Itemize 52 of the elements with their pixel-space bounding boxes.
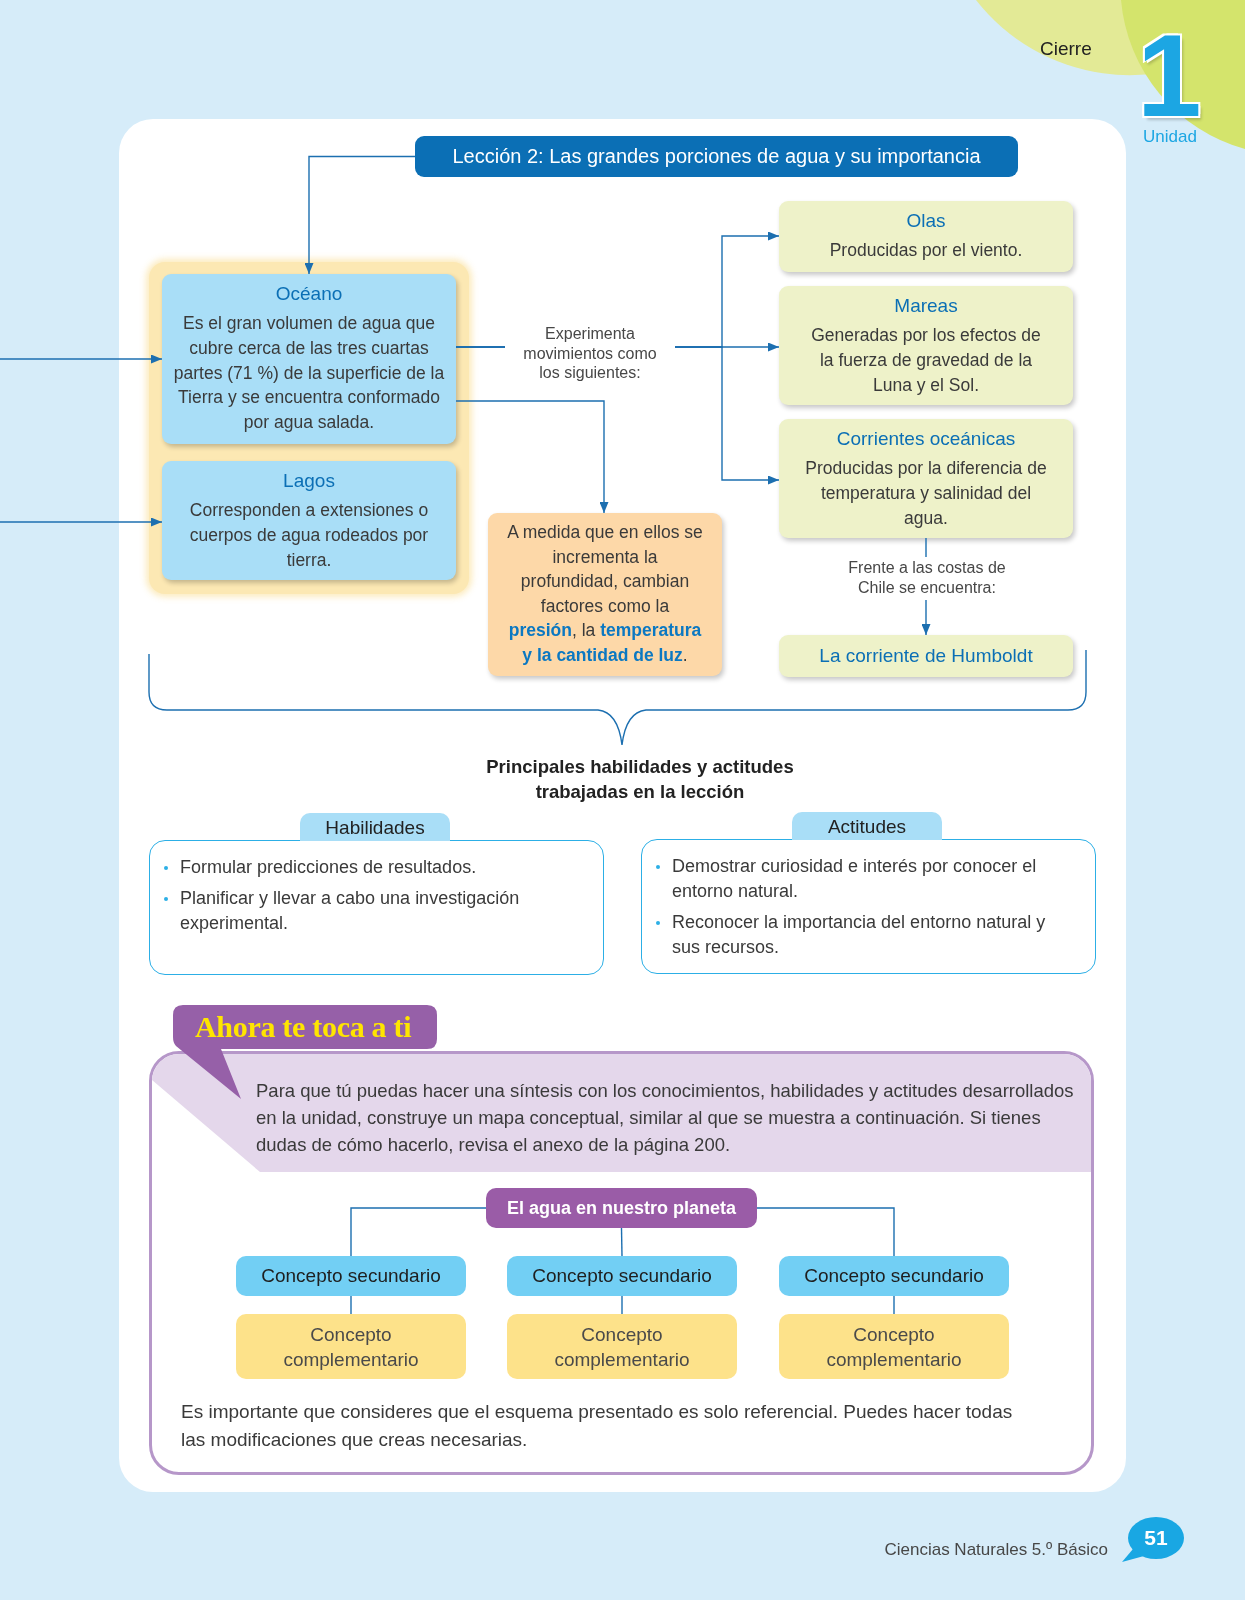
concept-box	[162, 274, 456, 444]
main-concept-box: El agua en nuestro planeta	[486, 1188, 757, 1228]
concept-box: Concepto complementario	[507, 1314, 737, 1379]
instruction-text: Para que tú puedas hacer una síntesis con los conocimientos, habilidades y actitudes desarrollados en la unidad, construye un mapa conceptual, similar al que se muestra a continuación. Si tienes dudas de cómo hacerlo, revisa el anexo de la página 200.	[256, 1079, 1075, 1157]
arrow	[304, 155, 416, 275]
connector-line	[350, 1295, 352, 1315]
connector-line	[350, 1207, 487, 1257]
concept-box: Concepto secundario	[779, 1256, 1009, 1296]
section-heading: Principales habilidades y actitudes trabajadas en la lección	[485, 755, 795, 804]
box-text: Generadas por los efectos de la fuerza de gravedad de la Luna y el Sol.	[810, 324, 1042, 397]
activity-title: Ahora te toca a ti	[195, 1009, 412, 1045]
concept-box: Concepto complementario	[779, 1314, 1009, 1379]
box-heading: Olas	[905, 209, 947, 233]
connector-line	[621, 1295, 623, 1315]
list-item: Planificar y llevar a cabo una investigación experimental.	[180, 887, 521, 935]
box-text: Producidas por el viento.	[828, 239, 1024, 262]
box-text: Producidas por la diferencia de temperatura y salinidad del agua.	[804, 457, 1048, 530]
connector-line	[893, 1295, 895, 1315]
concept-box: Concepto complementario	[236, 1314, 466, 1379]
list-item: Formular predicciones de resultados.	[180, 856, 477, 879]
concept-box: Concepto secundario	[236, 1256, 466, 1296]
box-text: Corresponden a extensiones o cuerpos de agua rodeados por tierra.	[188, 499, 430, 572]
note-box: A medida que en ellos se incrementa la profundidad, cambian factores como la presión, la temperatura y la cantidad de luz.	[488, 513, 722, 676]
note-text: Es importante que consideres que el esquema presentado es solo referencial. Puedes hacer todas las modificaciones que creas necesarias.	[181, 1400, 1014, 1452]
title-banner: Lección 2: Las grandes porciones de agua y su importancia	[415, 136, 1018, 177]
arrow	[455, 400, 609, 514]
connector-line	[620, 1227, 623, 1257]
section-label: Cierre	[1040, 37, 1092, 61]
footer-text: Ciencias Naturales 5.º Básico	[883, 1540, 1108, 1560]
section-tab: Habilidades	[300, 813, 450, 841]
box-heading: Mareas	[893, 294, 959, 318]
page-number: 51	[1143, 1526, 1169, 1550]
box-heading: Océano	[274, 282, 344, 306]
concept-box	[779, 201, 1073, 272]
list-item: Reconocer la importancia del entorno natural y sus recursos.	[672, 911, 1047, 959]
arrow	[0, 517, 163, 527]
unit-number: 1	[1137, 27, 1202, 126]
concept-box: La corriente de Humboldt	[779, 635, 1073, 677]
arrow	[0, 354, 163, 364]
box-heading: Lagos	[282, 469, 336, 493]
section-tab: Actitudes	[792, 812, 942, 840]
box-heading: Corrientes oceánicas	[835, 427, 1017, 451]
concept-box: Concepto secundario	[507, 1256, 737, 1296]
list-item: Demostrar curiosidad e interés por conocer el entorno natural.	[672, 855, 1038, 903]
group-panel	[149, 262, 469, 594]
connector-line	[756, 1207, 895, 1257]
unit-label: Unidad	[1143, 127, 1197, 147]
concept-box	[779, 419, 1073, 538]
concept-box	[162, 461, 456, 580]
box-text: Es el gran volumen de agua que cubre cerca de las tres cuartas partes (71 %) de la superficie de la Tierra y se encuentra conformado por agua salada.	[173, 312, 445, 435]
arrow	[921, 537, 931, 636]
concept-box	[779, 286, 1073, 405]
